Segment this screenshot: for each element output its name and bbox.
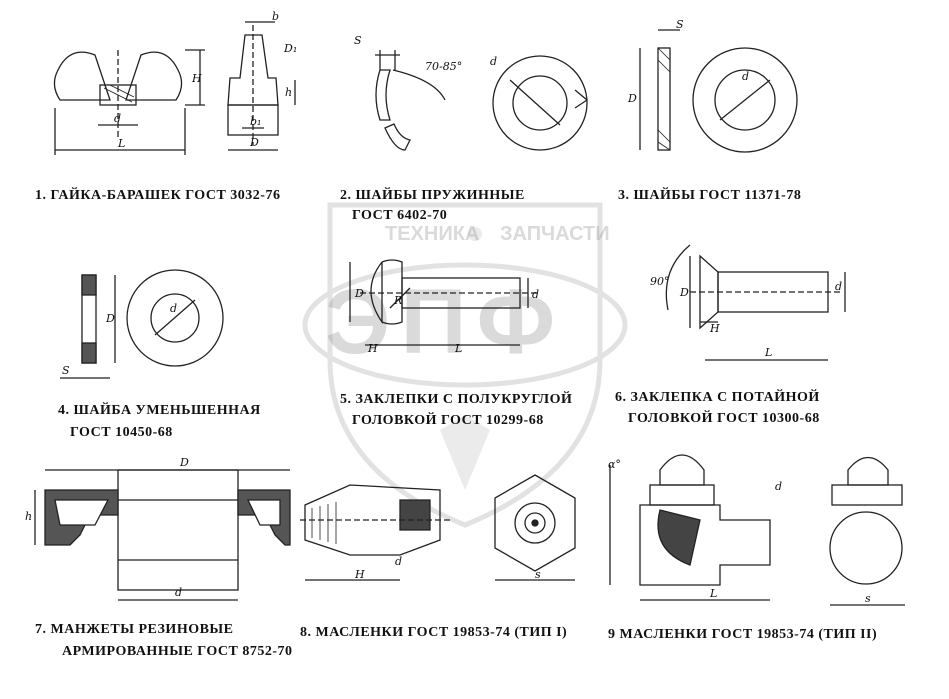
caption-part-4-line-2: ГОСТ 10450-68 xyxy=(70,425,173,440)
drawing-reduced-washer xyxy=(60,269,224,379)
dim-label: D xyxy=(179,456,189,469)
dim-label: H xyxy=(191,72,202,85)
dim-label: L xyxy=(454,342,462,355)
dim-label: d xyxy=(175,586,182,599)
drawing-round-head-rivet xyxy=(349,259,540,346)
drawing-wing-nut-side xyxy=(227,21,296,151)
dim-label: b xyxy=(272,10,279,23)
dim-label: d xyxy=(490,55,497,68)
dim-label: d xyxy=(170,302,177,315)
caption-part-7-line-2: АРМИРОВАННЫЕ ГОСТ 8752-70 xyxy=(62,644,293,659)
wheat-icon xyxy=(440,415,490,490)
dim-label: H xyxy=(354,568,365,581)
caption-part-4-line-1: 4. ШАЙБА УМЕНЬШЕННАЯ xyxy=(58,403,261,418)
dim-label: h xyxy=(25,510,32,523)
dim-label: L xyxy=(764,346,772,359)
dim-label: S xyxy=(354,34,362,47)
caption-part-6-line-1: 6. ЗАКЛЕПКА С ПОТАЙНОЙ xyxy=(615,390,820,405)
caption-part-7-line-1: 7. МАНЖЕТЫ РЕЗИНОВЫЕ xyxy=(35,622,234,637)
watermark-left-word: ТЕХНИКА xyxy=(385,223,480,245)
dim-label: 90° xyxy=(650,275,670,288)
dim-label: s xyxy=(865,592,871,605)
caption-part-5-line-1: 5. ЗАКЛЕПКИ С ПОЛУКРУГЛОЙ xyxy=(340,392,573,407)
dim-label: d xyxy=(395,555,402,568)
dim-label: b₁ xyxy=(250,115,261,128)
dim-label: L xyxy=(117,137,125,150)
dim-label: h xyxy=(285,86,292,99)
dim-label: d xyxy=(742,70,749,83)
dim-label: S xyxy=(62,364,70,377)
caption-part-3: 3. ШАЙБЫ ГОСТ 11371-78 xyxy=(618,188,802,203)
dim-label: H xyxy=(367,342,378,355)
dim-label: d xyxy=(835,280,842,293)
dim-label: d xyxy=(775,480,782,493)
dim-label: L xyxy=(709,587,717,600)
dim-label: S xyxy=(676,18,684,31)
dim-label: d xyxy=(532,288,539,301)
dim-label: D xyxy=(354,287,364,300)
dim-label: s xyxy=(535,568,541,581)
drawing-washer xyxy=(639,29,798,153)
drawing-rubber-cuff xyxy=(34,469,291,601)
dim-label: H xyxy=(709,322,720,335)
caption-part-2-line-2: ГОСТ 6402-70 xyxy=(352,208,448,223)
watermark-brand-letters: ЭПФ xyxy=(325,271,566,373)
watermark-right-word: ЗАПЧАСТИ xyxy=(500,223,610,245)
drawing-spring-washer xyxy=(375,50,589,151)
caption-part-5-line-2: ГОЛОВКОЙ ГОСТ 10299-68 xyxy=(352,413,544,428)
dim-label: α° xyxy=(608,458,621,471)
caption-part-6-line-2: ГОЛОВКОЙ ГОСТ 10300-68 xyxy=(628,411,820,426)
caption-part-8: 8. МАСЛЕНКИ ГОСТ 19853-74 (ТИП I) xyxy=(300,625,568,640)
dim-label: D₁ xyxy=(283,42,297,55)
caption-part-9: 9 МАСЛЕНКИ ГОСТ 19853-74 (ТИП II) xyxy=(608,627,878,642)
dim-label: D xyxy=(105,312,115,325)
dim-label: R xyxy=(393,294,402,307)
drawing-grease-fitting-type-2 xyxy=(609,454,905,606)
caption-part-2-line-1: 2. ШАЙБЫ ПРУЖИННЫЕ xyxy=(340,188,525,203)
caption-part-1: 1. ГАЙКА-БАРАШЕК ГОСТ 3032-76 xyxy=(35,188,281,203)
dim-label: 70-85° xyxy=(425,60,462,73)
drawing-grease-fitting-type-1 xyxy=(300,474,576,581)
dim-label: d xyxy=(114,112,121,125)
dim-label: D xyxy=(679,286,689,299)
dim-label: D xyxy=(627,92,637,105)
drawing-countersunk-rivet xyxy=(665,244,846,361)
drawing-wing-nut xyxy=(53,49,205,155)
gear-icon xyxy=(468,227,482,241)
dim-label: D xyxy=(249,136,259,149)
